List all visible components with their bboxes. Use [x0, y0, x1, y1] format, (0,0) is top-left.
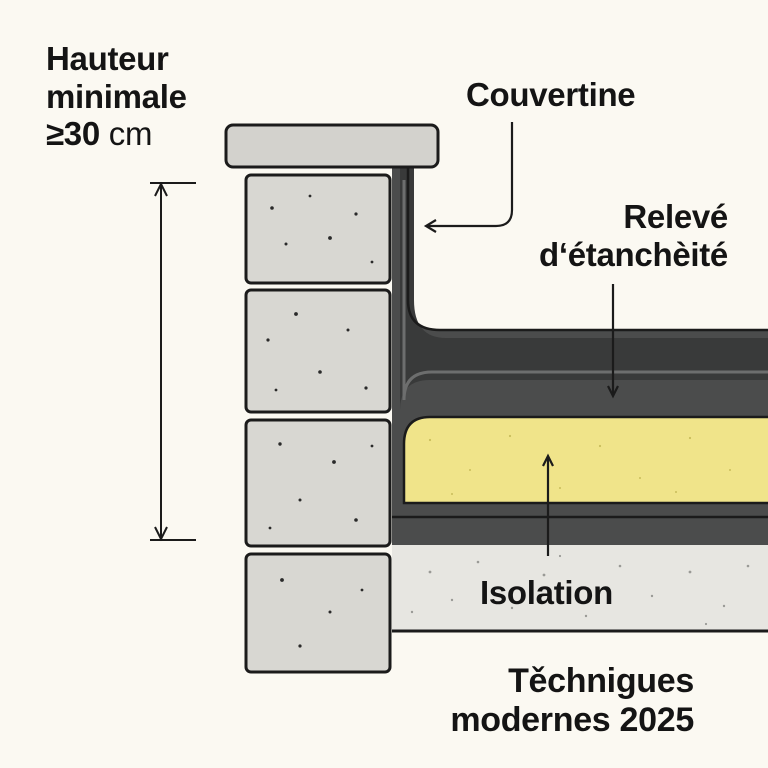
insulation-label: Isolation — [480, 574, 613, 611]
membrane-outline — [392, 164, 768, 519]
concrete-slab — [392, 545, 768, 631]
coping-cap — [224, 123, 440, 169]
height-dimension — [150, 181, 196, 542]
parapet-blocks — [244, 173, 392, 674]
block-speckles — [266, 194, 374, 648]
height-label-line1: Hauteur — [46, 40, 169, 77]
upstand-membrane-highlight — [402, 180, 768, 401]
coping-leader — [423, 122, 514, 233]
parapet-block — [244, 288, 392, 414]
vapour-barrier — [392, 517, 768, 545]
height-label-line2: minimale — [46, 77, 187, 115]
upstand-leader — [607, 284, 619, 399]
footer-caption: Těchnigues modernes 2025 — [450, 662, 694, 740]
leader-arrowhead-icon — [542, 453, 554, 467]
minimum-height-label: Hauteur minimale ≥30 cm — [46, 40, 187, 153]
insulation-leader — [542, 453, 554, 556]
dimension-arrow-bottom-icon — [154, 526, 168, 542]
parapet-block — [244, 552, 392, 674]
upstand-label: Relevé d‘étanchèité — [539, 198, 728, 273]
slab-speckles — [410, 554, 750, 626]
upstand-label-line2: d‘étanchèité — [539, 235, 728, 273]
dimension-arrow-top-icon — [154, 181, 168, 197]
upstand-membrane-top-sheet — [400, 168, 768, 410]
coping-label: Couvertine — [466, 76, 636, 113]
leader-arrowhead-icon — [423, 219, 437, 233]
footer-line2: modernes 2025 — [450, 700, 694, 739]
insulation-speckles — [428, 434, 731, 495]
height-value: ≥30 cm — [46, 115, 187, 153]
leader-arrowhead-icon — [607, 385, 619, 399]
height-value-unit: cm — [108, 115, 153, 153]
parapet-block — [244, 173, 392, 285]
height-value-number: ≥30 — [46, 115, 100, 153]
parapet-block — [244, 418, 392, 548]
footer-line1: Těchnigues — [508, 662, 694, 700]
upstand-label-line1: Relevé — [623, 198, 728, 235]
insulation-layer — [404, 417, 768, 503]
